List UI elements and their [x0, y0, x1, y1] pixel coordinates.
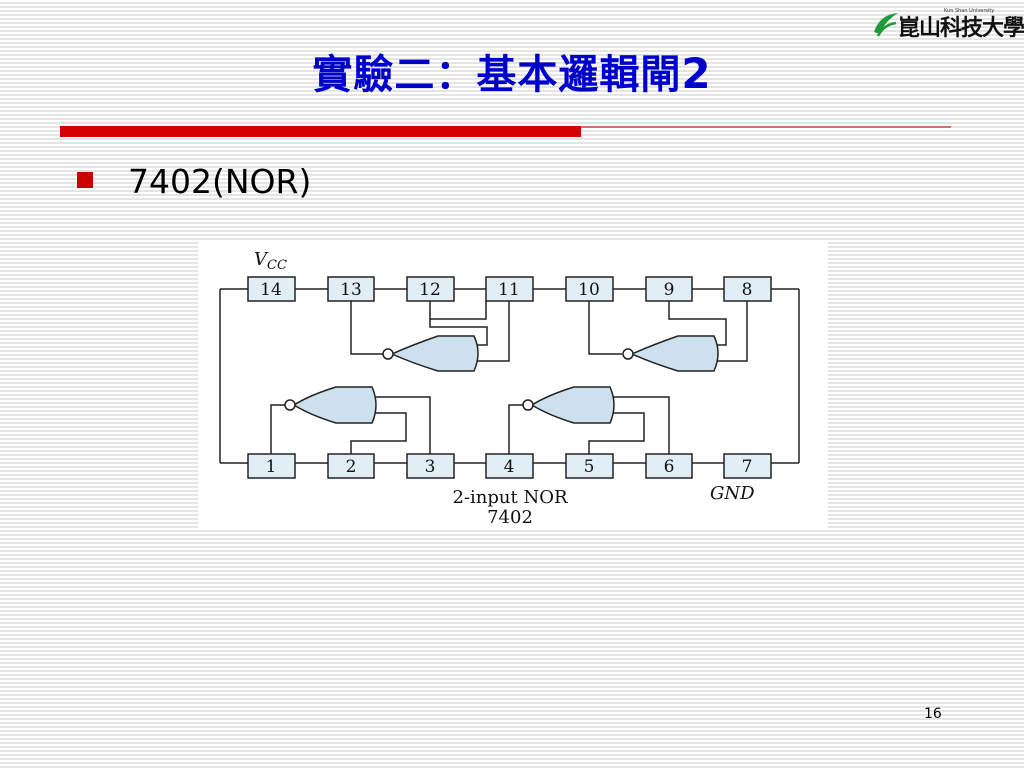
page-number: 16	[924, 706, 942, 722]
gnd-label: GND	[710, 483, 755, 504]
gate-a-input-wire	[429, 319, 488, 346]
bullet-text: 7402(NOR)	[128, 162, 312, 201]
gate-c-input-wire	[350, 412, 407, 454]
nor-gate-c-bubble	[284, 399, 296, 411]
pin-5	[565, 453, 614, 479]
bullet-square-icon	[77, 172, 93, 188]
pin-label: 13	[340, 280, 362, 300]
pin-13	[327, 276, 375, 302]
nor-gate-d	[530, 386, 615, 424]
pin-6	[645, 453, 693, 479]
nor-7402-pinout-diagram: VCC 14 13 12 11 10 9 8 1 2	[198, 241, 828, 528]
pin-3	[406, 453, 455, 479]
pin-label: 4	[504, 457, 515, 477]
slide-title-text: 實驗二：基本邏輯閘	[312, 51, 682, 98]
gate-a-output-wire	[350, 301, 383, 355]
pin-label: 11	[498, 280, 520, 300]
gate-d-output-wire	[508, 404, 524, 454]
pin-12	[406, 276, 455, 302]
logo-wordmark: 崑山科技大學	[898, 15, 1024, 41]
nor-gate-d-bubble	[522, 399, 534, 411]
gate-c-input-wire	[374, 396, 431, 454]
vcc-label: VCC	[254, 249, 287, 273]
pin-11	[485, 276, 534, 302]
pin-label: 9	[664, 280, 675, 300]
gate-b-input-wire	[668, 301, 727, 346]
nor-gate-a-bubble	[382, 348, 394, 360]
pin-label: 14	[260, 280, 282, 300]
caption-line-1: 2-input NOR	[452, 487, 567, 508]
slide-title-number: 2	[681, 49, 712, 98]
pin-label: 1	[266, 457, 277, 477]
gate-c-output-wire	[270, 404, 286, 454]
pin-4	[485, 453, 534, 479]
pin-label: 2	[346, 457, 357, 477]
gate-a-input-wire	[429, 301, 487, 320]
gate-d-input-wire	[588, 412, 645, 454]
gate-b-input-wire	[710, 301, 748, 362]
pin-9	[645, 276, 693, 302]
pin-label: 10	[578, 280, 600, 300]
pin-label: 12	[419, 280, 441, 300]
nor-gate-b-bubble	[622, 348, 634, 360]
title-underline-thin	[581, 126, 951, 128]
title-underline-thick	[60, 126, 581, 137]
pin-label: 5	[584, 457, 595, 477]
gate-b-output-wire	[588, 301, 622, 355]
pin-label: 6	[664, 457, 675, 477]
pin-14	[247, 276, 296, 302]
slide-title: 實驗二：基本邏輯閘2	[0, 46, 1024, 103]
pin-label: 7	[742, 457, 753, 477]
pin-10	[565, 276, 614, 302]
gate-a-input-wire	[468, 301, 510, 362]
nor-gate-a	[390, 335, 479, 372]
pin-label: 8	[742, 280, 753, 300]
logo-subtitle: Kun Shan University	[944, 8, 995, 14]
gate-d-input-wire	[612, 396, 670, 454]
nor-gate-c	[292, 386, 377, 424]
nor-gate-b	[630, 335, 719, 372]
pin-8	[723, 276, 772, 302]
pin-label: 3	[425, 457, 436, 477]
caption-line-2: 7402	[487, 507, 533, 528]
pin-7	[723, 453, 772, 479]
leaf-mark-icon	[874, 13, 898, 37]
university-logo: 崑山科技大學 Kun Shan University	[868, 2, 1024, 42]
diagram-svg: VCC 14 13 12 11 10 9 8 1 2	[219, 249, 800, 528]
